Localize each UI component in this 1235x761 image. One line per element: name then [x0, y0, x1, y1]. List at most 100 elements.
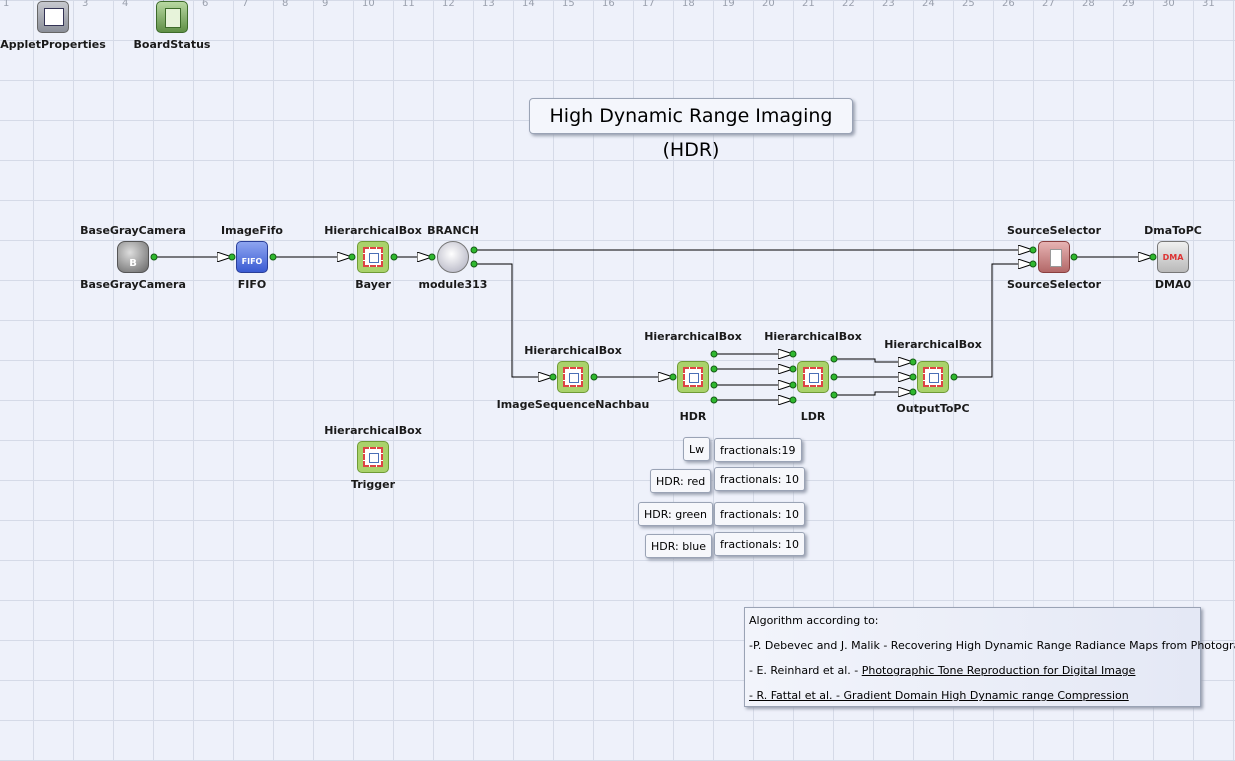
comment-lw-fractionals[interactable]: fractionals:19	[714, 438, 802, 462]
note-line: Algorithm according to:	[749, 614, 879, 627]
port-dot	[710, 396, 718, 404]
hierarchical-box-icon	[677, 361, 709, 393]
port-dot	[669, 373, 677, 381]
imageseq-type-label: HierarchicalBox	[524, 344, 622, 357]
dma-name-label: DMA0	[1154, 278, 1192, 291]
comment-hdr-blue[interactable]: HDR: blue	[645, 534, 713, 558]
ruler-number: 6	[202, 0, 209, 9]
port-dot	[830, 373, 838, 381]
ruler-number: 25	[962, 0, 975, 9]
column-ruler: 1 3 4 5 6 7 8 9 10 11 12 13 14 15 16 17 …	[0, 0, 1235, 10]
camera-name-label: BaseGrayCamera	[80, 278, 186, 291]
port-dot	[228, 253, 236, 261]
bayer-name-label: Bayer	[355, 278, 391, 291]
applet-properties-icon	[37, 1, 69, 33]
dma-icon: DMA	[1157, 241, 1189, 273]
port-dot	[470, 246, 478, 254]
comment-red-fractionals[interactable]: fractionals: 10	[714, 467, 805, 491]
hdr-type-label: HierarchicalBox	[644, 330, 742, 343]
applet-properties-label: AppletProperties	[0, 38, 106, 51]
port-dot	[830, 391, 838, 399]
wire-output-selector	[954, 264, 1033, 378]
trigger-node[interactable]	[357, 441, 389, 473]
comment-lw[interactable]: Lw	[683, 437, 711, 461]
port-dot	[428, 253, 436, 261]
port-dot	[470, 260, 478, 268]
port-dot	[1070, 253, 1078, 261]
ruler-number: 19	[722, 0, 735, 9]
hierarchical-box-icon	[917, 361, 949, 393]
output-node[interactable]	[917, 361, 949, 393]
ldr-node[interactable]	[797, 361, 829, 393]
ruler-number: 20	[762, 0, 775, 9]
port-dot	[1149, 253, 1157, 261]
comment-blue-fractionals[interactable]: fractionals: 10	[714, 532, 805, 556]
note-link[interactable]: Photographic Tone Reproduction for Digit…	[861, 664, 1136, 677]
dma-type-label: DmaToPC	[1144, 224, 1202, 237]
bayer-node[interactable]	[357, 241, 389, 273]
ruler-number: 9	[322, 0, 329, 9]
comment-hdr-green[interactable]: HDR: green	[638, 502, 714, 526]
port-dot	[710, 381, 718, 389]
source-selector-icon	[1038, 241, 1070, 273]
ldr-name-label: LDR	[800, 410, 826, 423]
source-selector-node[interactable]	[1038, 241, 1070, 273]
ruler-number: 27	[1042, 0, 1055, 9]
fifo-name-label: FIFO	[237, 278, 267, 291]
board-status-label: BoardStatus	[133, 38, 211, 51]
wire-branch-imageseq	[474, 263, 553, 377]
selector-type-label: SourceSelector	[1006, 224, 1102, 237]
fifo-node[interactable]: FIFO	[236, 241, 268, 273]
comment-hdr-red[interactable]: HDR: red	[650, 469, 712, 493]
dma-glyph: DMA	[1162, 253, 1184, 262]
board-status-icon	[156, 1, 188, 33]
algorithm-note[interactable]: Algorithm according to: -P. Debevec and …	[744, 607, 1235, 707]
dma-node[interactable]: DMA	[1157, 241, 1189, 273]
port-dot	[830, 355, 838, 363]
ruler-number: 17	[642, 0, 655, 9]
port-dot	[710, 350, 718, 358]
port-dot	[789, 365, 797, 373]
applet-properties-node[interactable]	[37, 1, 69, 33]
camera-node[interactable]: B	[117, 241, 149, 273]
port-dot	[789, 396, 797, 404]
board-status-node[interactable]	[156, 1, 188, 33]
ruler-number: 7	[242, 0, 249, 9]
port-dot	[710, 365, 718, 373]
ruler-number: 4	[122, 0, 129, 9]
image-sequence-node[interactable]	[557, 361, 589, 393]
ruler-number: 26	[1002, 0, 1015, 9]
note-line: - E. Reinhard et al. - Photographic Tone…	[749, 661, 1196, 686]
ruler-number: 1	[3, 0, 10, 9]
ruler-number: 3	[82, 0, 89, 9]
output-type-label: HierarchicalBox	[884, 338, 982, 351]
ruler-number: 31	[1202, 0, 1215, 9]
hdr-name-label: HDR	[679, 410, 707, 423]
comment-green-fractionals[interactable]: fractionals: 10	[714, 502, 805, 526]
port-dot	[789, 350, 797, 358]
ruler-number: 24	[922, 0, 935, 9]
ldr-type-label: HierarchicalBox	[764, 330, 862, 343]
port-dot	[1029, 246, 1037, 254]
port-dot	[150, 253, 158, 261]
hierarchical-box-icon	[357, 441, 389, 473]
wire-ldr-output-3	[834, 392, 913, 395]
ruler-number: 12	[442, 0, 455, 9]
port-dot	[789, 381, 797, 389]
ruler-number: 13	[482, 0, 495, 9]
port-dot	[390, 253, 398, 261]
note-line: -P. Debevec and J. Malik - Recovering Hi…	[749, 639, 1235, 652]
branch-type-label: BRANCH	[427, 224, 479, 237]
branch-name-label: module313	[418, 278, 488, 291]
branch-node[interactable]	[437, 241, 469, 273]
hdr-node[interactable]	[677, 361, 709, 393]
diagram-title: High Dynamic Range Imaging (HDR)	[529, 98, 853, 161]
note-text: - E. Reinhard et al. -	[749, 664, 862, 677]
ruler-number: 21	[802, 0, 815, 9]
ruler-number: 11	[402, 0, 415, 9]
ruler-number: 16	[602, 0, 615, 9]
ruler-number: 10	[362, 0, 375, 9]
note-link[interactable]: - R. Fattal et al. - Gradient Domain Hig…	[749, 689, 1129, 702]
port-dot	[909, 373, 917, 381]
